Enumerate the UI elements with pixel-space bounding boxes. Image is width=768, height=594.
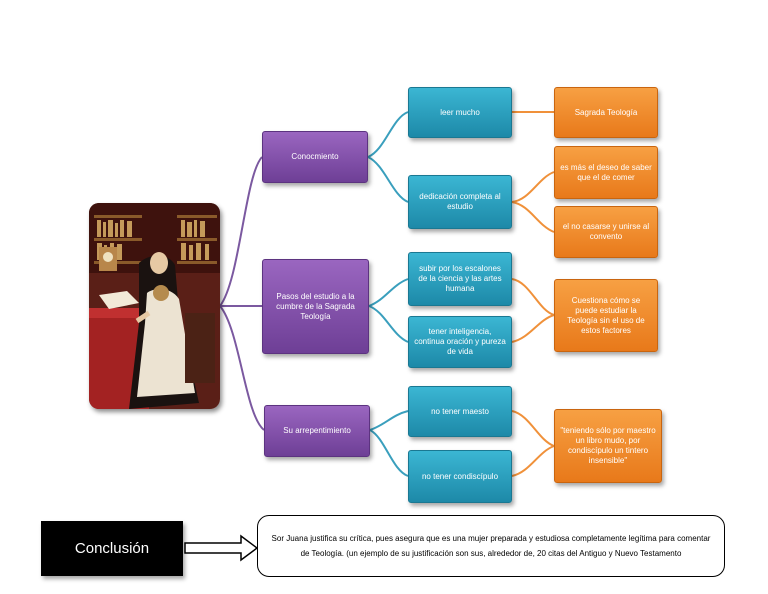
node-cuestiona-como: Cuestiona cómo se puede estudiar la Teol… [554, 279, 658, 352]
node-conocimiento: Conocmiento [262, 131, 368, 183]
link-conocimiento-dedicacion [367, 156, 409, 203]
link-portrait-arrepentimiento [219, 305, 265, 431]
link-dedicacion-casarse [511, 201, 555, 233]
link-maestro-teniendo [511, 410, 555, 447]
node-sagrada-teologia: Sagrada Teología [554, 87, 658, 138]
link-conocimiento-leer [367, 111, 409, 158]
link-pasos-tener [368, 305, 409, 343]
node-tener-inteligencia: tener inteligencia, continua oración y p… [408, 316, 512, 368]
node-subir-escalones: subir por los escalones de la ciencia y … [408, 252, 512, 306]
link-arrepentimiento-maestro [369, 410, 409, 431]
link-portrait-conocimiento [219, 156, 263, 307]
node-su-arrepentimiento: Su arrepentimiento [264, 405, 370, 457]
link-dedicacion-deseo [511, 171, 555, 203]
node-dedicacion-completa: dedicación completa al estudio [408, 175, 512, 229]
sor-juana-portrait [89, 203, 220, 409]
link-pasos-subir [368, 278, 409, 307]
portrait-image [89, 203, 220, 409]
node-teniendo-solo: "teniendo sólo por maestro un libro mudo… [554, 409, 662, 483]
right-arrow-icon [184, 534, 259, 562]
link-tener-cuestiona [511, 314, 555, 343]
link-condiscipulo-teniendo [511, 445, 555, 477]
conclusion-label: Conclusión [41, 521, 183, 576]
link-subir-cuestiona [511, 278, 555, 316]
node-no-casarse: el no casarse y unirse al convento [554, 206, 658, 258]
link-arrepentimiento-condiscipulo [369, 429, 409, 477]
node-no-tener-condiscipulo: no tener condiscípulo [408, 450, 512, 503]
node-pasos-del-estudio: Pasos del estudio a la cumbre de la Sagr… [262, 259, 369, 354]
node-leer-mucho: leer mucho [408, 87, 512, 138]
node-no-tener-maestro: no tener maesto [408, 386, 512, 437]
node-deseo-de-saber: es más el deseo de saber que el de comer [554, 146, 658, 199]
conclusion-text: Sor Juana justifica su crítica, pues ase… [257, 515, 725, 577]
